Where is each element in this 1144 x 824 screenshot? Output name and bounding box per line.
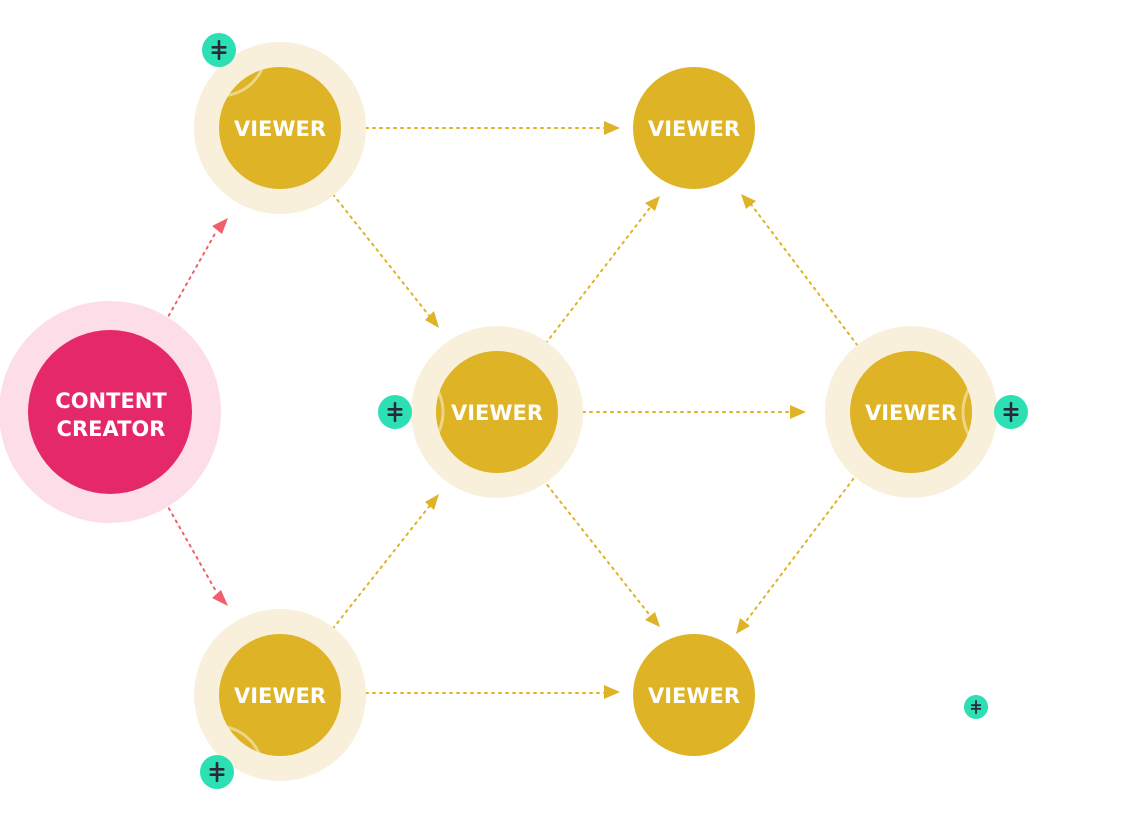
arrowhead xyxy=(425,311,439,328)
arrowhead xyxy=(212,590,228,606)
viewer-circle xyxy=(633,67,755,189)
arrowhead xyxy=(790,405,806,419)
token-icon xyxy=(202,33,236,67)
viewer-circle xyxy=(633,634,755,756)
arrowhead xyxy=(604,121,620,135)
viewer-circle xyxy=(219,67,341,189)
token-ring-ghost xyxy=(436,362,445,462)
link-viewer-top-left-to-viewer-center xyxy=(319,177,432,319)
viewer-node-bottom-right: VIEWER xyxy=(633,634,755,756)
token-icon xyxy=(378,395,412,429)
viewer-node-bottom-left: VIEWER xyxy=(194,609,366,781)
creator-label-line1: CONTENT xyxy=(55,389,167,413)
viewer-circle xyxy=(219,634,341,756)
viewer-node-top-left: VIEWER xyxy=(194,42,366,214)
viewer-label: VIEWER xyxy=(234,117,326,141)
arrowhead xyxy=(645,196,660,211)
viewer-label: VIEWER xyxy=(234,684,326,708)
arrowhead xyxy=(604,685,620,699)
viewer-label: VIEWER xyxy=(648,684,740,708)
link-viewer-right-to-viewer-bottom-right xyxy=(743,461,867,625)
arrowhead xyxy=(736,618,750,634)
arrowhead xyxy=(741,194,756,209)
viewer-label: VIEWER xyxy=(648,117,740,141)
creator-label-line2: CREATOR xyxy=(57,417,166,441)
viewer-node-top-right: VIEWER xyxy=(633,67,755,189)
token-icon xyxy=(200,755,234,789)
link-viewer-bottom-left-to-viewer-center xyxy=(319,503,432,646)
arrowheads xyxy=(212,121,806,699)
viewer-label: VIEWER xyxy=(865,401,957,425)
arrowhead xyxy=(212,218,228,234)
viewer-node-center: VIEWER xyxy=(411,326,583,498)
token-ring-ghost xyxy=(961,362,972,462)
link-viewer-center-to-viewer-bottom-right xyxy=(529,462,653,619)
viewer-circle xyxy=(436,351,558,473)
viewer-label: VIEWER xyxy=(451,401,543,425)
link-viewer-right-to-viewer-top-right xyxy=(749,202,871,363)
connections xyxy=(154,127,871,694)
arrowhead xyxy=(645,612,660,627)
token-icon-small xyxy=(964,695,988,719)
link-viewer-center-to-viewer-top-right xyxy=(532,204,653,361)
token-icon xyxy=(994,395,1028,429)
creator-node: CONTENT CREATOR xyxy=(0,301,221,523)
viewer-circle xyxy=(850,351,972,473)
viewer-node-right: VIEWER xyxy=(825,326,997,498)
arrowhead xyxy=(425,494,439,510)
creator-circle xyxy=(28,330,192,494)
